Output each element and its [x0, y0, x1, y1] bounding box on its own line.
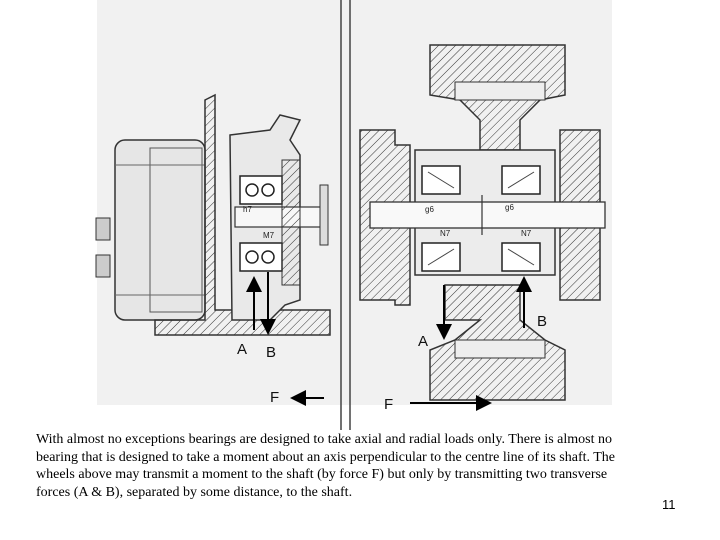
right-shaft [369, 201, 606, 229]
left-bracket [154, 93, 331, 336]
right-assembly [359, 44, 606, 411]
right-fit-left-lower-label: N7 [440, 229, 451, 238]
left-fit-lower-label: M7 [263, 231, 275, 240]
bearing-drawings [95, 0, 612, 430]
right-fit-left-upper-label: g6 [425, 205, 434, 214]
right-label-f: F [384, 396, 394, 413]
page-number: 11 [662, 497, 676, 512]
right-fit-right-upper-label: g6 [505, 203, 514, 212]
left-label-f: F [270, 389, 280, 406]
right-top-bolt [454, 81, 546, 101]
right-bearing-ul [421, 165, 461, 195]
left-fit-upper-label: h7 [243, 205, 252, 214]
left-label-a: A [237, 341, 248, 358]
right-fit-right-lower-label: N7 [521, 229, 532, 238]
left-assembly [95, 93, 331, 406]
engineering-figure: h7 M7 g6 g6 N7 N7 A B F A B F [95, 0, 612, 430]
caption-text: With almost no exceptions bearings are d… [36, 432, 616, 500]
left-upper-bearing [239, 175, 283, 205]
right-label-a: A [418, 333, 429, 350]
left-label-b: B [266, 344, 277, 361]
right-bottom-bolt [454, 339, 546, 359]
left-hub [114, 139, 206, 321]
right-label-b: B [537, 313, 548, 330]
